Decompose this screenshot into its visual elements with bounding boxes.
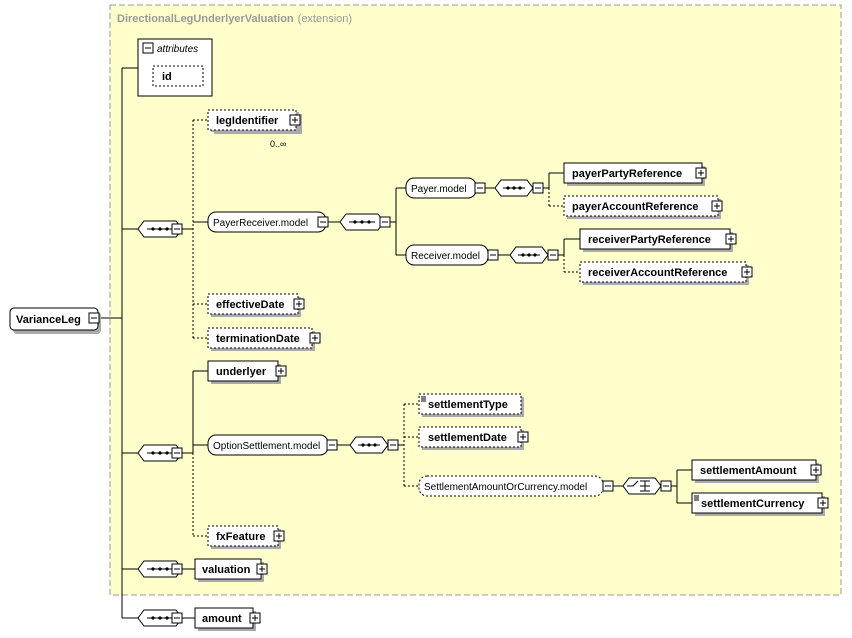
minus-toggle-icon (171, 612, 183, 624)
cardinality-label: 0..∞ (270, 139, 286, 149)
extension-title: DirectionalLegUnderlyerValuation(extensi… (117, 13, 352, 25)
plus-toggle-icon (711, 200, 723, 212)
svg-text:settlementCurrency: settlementCurrency (701, 498, 805, 510)
attribute-id: id (162, 71, 172, 83)
svg-text:underlyer: underlyer (216, 366, 267, 378)
node-valuation[interactable]: valuation (194, 558, 268, 582)
minus-toggle-icon (532, 182, 544, 194)
plus-toggle-icon (293, 298, 305, 310)
minus-toggle-icon (171, 223, 183, 235)
svg-text:settlementAmount: settlementAmount (700, 465, 797, 477)
node-underlyer[interactable]: underlyer (207, 360, 287, 384)
simple-type-icon (694, 495, 699, 501)
plus-toggle-icon (517, 431, 529, 443)
sequence-compositor-icon[interactable] (349, 436, 399, 454)
node-amount[interactable]: amount (194, 607, 261, 631)
node-settlementDate[interactable]: settlementDate (418, 426, 529, 450)
node-payerPartyReference[interactable]: payerPartyReference (563, 162, 707, 186)
plus-toggle-icon (289, 114, 301, 126)
plus-toggle-icon (256, 563, 268, 575)
minus-toggle-icon (487, 249, 499, 261)
minus-toggle-icon (660, 480, 672, 492)
svg-text:settlementType: settlementType (428, 399, 508, 411)
svg-text:settlementDate: settlementDate (428, 432, 507, 444)
plus-toggle-icon (275, 365, 287, 377)
sequence-compositor-icon[interactable] (137, 609, 183, 627)
node-legIdentifier[interactable]: legIdentifier 0..∞ (207, 109, 302, 149)
minus-toggle-icon[interactable] (142, 42, 154, 54)
minus-toggle-icon (602, 480, 614, 492)
svg-text:payerPartyReference: payerPartyReference (572, 168, 682, 180)
node-settlementType[interactable]: settlementType (418, 393, 524, 417)
svg-text:effectiveDate: effectiveDate (216, 299, 284, 311)
minus-toggle-icon (474, 182, 486, 194)
svg-text:fxFeature: fxFeature (216, 531, 266, 543)
choice-compositor-icon[interactable] (622, 477, 672, 495)
connectors (101, 67, 692, 619)
minus-toggle-icon[interactable] (88, 312, 100, 324)
svg-text:amount: amount (202, 613, 242, 625)
sequence-compositor-icon[interactable] (137, 444, 183, 462)
svg-text:Receiver.model: Receiver.model (411, 251, 480, 262)
svg-text:terminationDate: terminationDate (216, 333, 300, 345)
simple-type-icon (421, 396, 426, 402)
svg-text:valuation: valuation (202, 564, 251, 576)
svg-text:receiverAccountReference: receiverAccountReference (588, 267, 727, 279)
attributes-group: attributes id (137, 38, 213, 97)
sequence-compositor-icon[interactable] (137, 220, 183, 238)
minus-toggle-icon (326, 439, 338, 451)
svg-text:receiverPartyReference: receiverPartyReference (588, 234, 711, 246)
minus-toggle-icon (379, 216, 391, 228)
node-effectiveDate[interactable]: effectiveDate (207, 293, 305, 317)
sequence-compositor-icon[interactable] (509, 246, 559, 264)
svg-text:SettlementAmountOrCurrency.mod: SettlementAmountOrCurrency.model (424, 482, 587, 493)
group-payerModel[interactable]: Payer.model (405, 177, 486, 199)
sequence-compositor-icon[interactable] (494, 179, 544, 197)
plus-toggle-icon (309, 332, 321, 344)
node-terminationDate[interactable]: terminationDate (207, 327, 321, 351)
group-receiverModel[interactable]: Receiver.model (405, 244, 499, 266)
group-optionSettlementModel[interactable]: OptionSettlement.model (207, 434, 338, 456)
svg-text:PayerReceiver.model: PayerReceiver.model (213, 218, 308, 229)
node-settlementCurrency[interactable]: settlementCurrency (691, 492, 829, 516)
attributes-title: attributes (157, 44, 198, 55)
node-fxFeature[interactable]: fxFeature (207, 525, 285, 549)
svg-text:legIdentifier: legIdentifier (216, 115, 279, 127)
plus-toggle-icon (741, 266, 753, 278)
node-settlementAmount[interactable]: settlementAmount (691, 459, 822, 483)
node-receiverAccountReference[interactable]: receiverAccountReference (579, 261, 753, 285)
group-payerReceiverModel[interactable]: PayerReceiver.model (207, 211, 329, 233)
root-element[interactable]: VarianceLeg (9, 307, 101, 334)
minus-toggle-icon (547, 249, 559, 261)
node-payerAccountReference[interactable]: payerAccountReference (563, 195, 723, 219)
plus-toggle-icon (273, 530, 285, 542)
minus-toggle-icon (387, 439, 399, 451)
plus-toggle-icon (725, 233, 737, 245)
svg-text:Payer.model: Payer.model (411, 184, 467, 195)
group-settlementAmountOrCurrencyModel[interactable]: SettlementAmountOrCurrency.model (418, 475, 614, 497)
plus-toggle-icon (810, 464, 822, 476)
sequence-compositor-icon[interactable] (339, 213, 391, 231)
svg-text:payerAccountReference: payerAccountReference (572, 201, 699, 213)
root-label: VarianceLeg (16, 314, 81, 326)
plus-toggle-icon (817, 497, 829, 509)
minus-toggle-icon (171, 563, 183, 575)
plus-toggle-icon (249, 612, 261, 624)
sequence-compositor-icon[interactable] (137, 560, 183, 578)
minus-toggle-icon (317, 216, 329, 228)
svg-text:OptionSettlement.model: OptionSettlement.model (213, 441, 320, 452)
plus-toggle-icon (695, 167, 707, 179)
minus-toggle-icon (171, 447, 183, 459)
node-receiverPartyReference[interactable]: receiverPartyReference (579, 228, 737, 252)
